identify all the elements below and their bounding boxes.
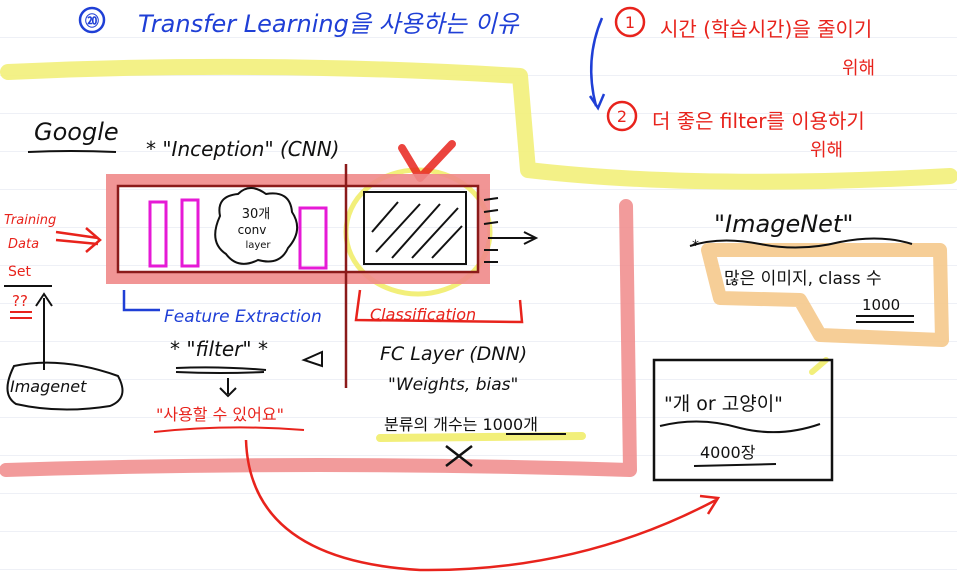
conv-label-3: layer: [245, 240, 271, 251]
filter-usable-label: "사용할 수 있어요": [156, 405, 284, 424]
reason-1-number: 1: [625, 13, 635, 32]
conv-layer-2: [180, 198, 200, 268]
fc-to-filter-arrow: [301, 350, 323, 368]
transfer-arrow-curve: [244, 439, 717, 572]
training-line-1: Training: [4, 213, 56, 228]
reasons-arrow-head: [588, 93, 606, 111]
fc-count-note: 분류의 개수는 1000개: [384, 415, 538, 434]
orange-highlight-imagenet: [701, 243, 949, 347]
yellow-highlight-band: [0, 58, 957, 190]
dog-cat-section: "개 or 고양이" 4000장: [652, 358, 834, 482]
imagenet-desc: 많은 이미지, class 수: [724, 269, 882, 289]
fc-title: FC Layer (DNN): [380, 343, 527, 365]
reason-1-circle: [614, 6, 646, 38]
conv-label-1: 30개: [242, 207, 271, 222]
output-arrows: [483, 197, 539, 263]
reason-2-number: 2: [617, 107, 627, 126]
transfer-arrow: [244, 439, 721, 572]
reason-2-line2: 위해: [810, 140, 843, 161]
filter-label: * "filter" *: [170, 337, 268, 361]
highlight-strokes: [0, 58, 957, 477]
imagenet-up-arrow: [35, 292, 53, 370]
classification-label: Classification: [370, 305, 476, 324]
filter-underline: [175, 366, 267, 371]
feature-bracket: [122, 290, 160, 312]
cnn-network: 30개 conv layer Feature Extraction Class: [106, 164, 539, 388]
imagenet-source-label: Imagenet: [10, 377, 87, 396]
yellow-mark-corner: [809, 357, 829, 375]
title-number: ⑳: [85, 13, 99, 30]
reason-2-circle: [606, 100, 638, 132]
yellow-underline-count: [376, 432, 586, 442]
inception-label: * "Inception" (CNN): [146, 137, 340, 161]
dog-cat-box: [652, 358, 834, 482]
title-text: Transfer Learning을 사용하는 이유: [138, 10, 520, 38]
feature-extraction-label: Feature Extraction: [164, 307, 322, 327]
salmon-highlight-frame: [0, 199, 637, 477]
fc-layer-section: FC Layer (DNN) "Weights, bias" 분류의 개수는 1…: [380, 343, 566, 467]
filter-usable-underline: [153, 426, 305, 433]
training-data: Training Data Set ?? Imagenet: [4, 213, 124, 411]
classifier-box: [363, 191, 467, 265]
dog-cat-wavy: [659, 420, 821, 434]
conv-cloud: [214, 187, 299, 265]
training-line-2: Data: [8, 237, 39, 252]
reason-1-line1: 시간 (학습시간)을 줄이기: [660, 17, 872, 41]
imagenet-source-ellipse: [6, 361, 124, 411]
imagenet-star: *: [692, 238, 699, 254]
imagenet-wavy-underline: [689, 237, 913, 249]
dog-cat-count-underline: [693, 463, 777, 467]
conv-layer-3: [298, 206, 328, 270]
training-question: ??: [12, 292, 28, 310]
network-box: [116, 184, 480, 274]
network-pink-frame: [106, 174, 490, 284]
dog-cat-count: 4000장: [700, 443, 756, 462]
filter-down-arrow: [219, 378, 237, 398]
filter-underline-2: [175, 371, 265, 374]
fc-subtitle: "Weights, bias": [388, 375, 518, 395]
conv-layer-1: [148, 200, 168, 268]
reason-1-line2: 위해: [842, 58, 875, 79]
title-number-circle: [78, 6, 106, 34]
x-mark: [445, 445, 473, 467]
dog-cat-title: "개 or 고양이": [664, 393, 783, 415]
training-arrow: [55, 227, 102, 253]
conv-label-2: conv: [238, 223, 267, 237]
google-inception: Google * "Inception" (CNN): [27, 118, 340, 161]
classifier-hatch: [363, 191, 467, 265]
google-underline: [27, 150, 117, 153]
transfer-arrow-head: [699, 494, 721, 515]
classification-bracket: [354, 289, 524, 324]
imagenet-section: "ImageNet" * 많은 이미지, class 수 1000: [689, 210, 914, 323]
title: ⑳ Transfer Learning을 사용하는 이유: [78, 6, 520, 38]
imagenet-title: "ImageNet": [714, 210, 853, 238]
filter-section: * "filter" * "사용할 수 있어요": [153, 337, 323, 433]
reasons-list: 1 시간 (학습시간)을 줄이기 위해 2 더 좋은 filter를 이용하기 …: [588, 6, 875, 161]
google-label: Google: [34, 118, 119, 146]
reasons-bracket: [589, 17, 604, 107]
imagenet-count: 1000: [862, 296, 900, 314]
training-line-3: Set: [8, 264, 32, 280]
reason-2-line1: 더 좋은 filter를 이용하기: [652, 109, 865, 133]
